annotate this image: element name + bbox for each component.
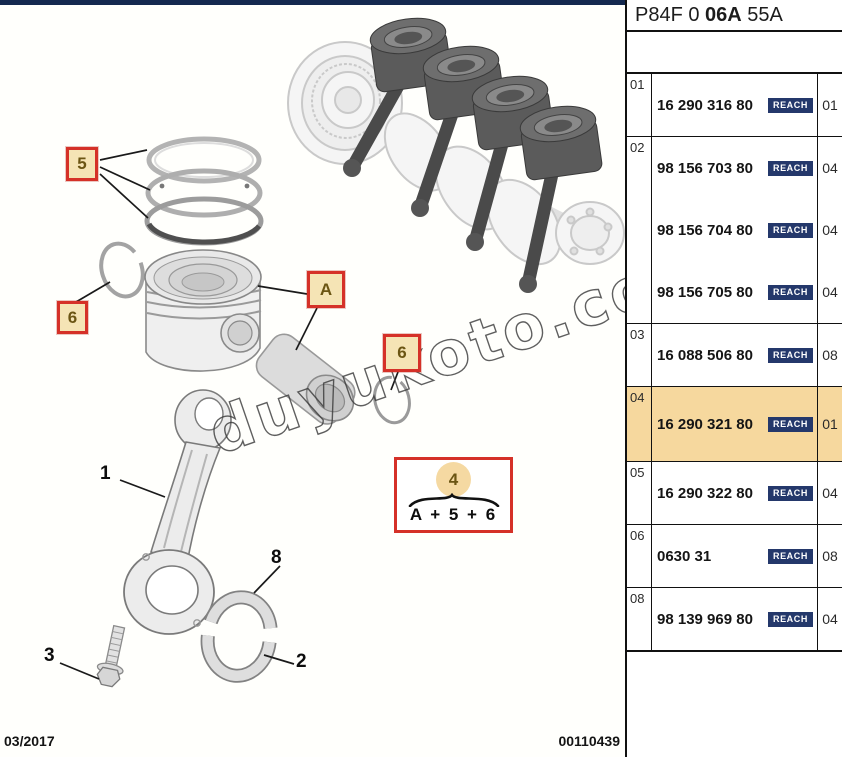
part-line: 16 290 321 80 REACH bbox=[652, 387, 817, 461]
part-number[interactable]: 98 139 969 80 bbox=[657, 610, 753, 628]
circlip-right-drawing bbox=[373, 375, 411, 425]
row-quantities: 01 bbox=[817, 74, 842, 136]
piston-pin-drawing bbox=[255, 333, 356, 425]
part-line: 16 088 506 80 REACH bbox=[652, 324, 817, 386]
row-parts: 16 290 322 80 REACH bbox=[652, 462, 817, 524]
part-number[interactable]: 98 156 704 80 bbox=[657, 221, 753, 239]
row-parts: 16 290 316 80 REACH bbox=[652, 74, 817, 136]
reach-badge[interactable]: REACH bbox=[767, 485, 813, 501]
part-number[interactable]: 98 156 703 80 bbox=[657, 159, 753, 177]
row-parts: 16 290 321 80 REACH bbox=[652, 387, 817, 461]
part-line: 16 290 322 80 REACH bbox=[652, 462, 817, 524]
reach-badge[interactable]: REACH bbox=[767, 548, 813, 564]
row-quantities: 08 bbox=[817, 525, 842, 587]
callout-circlip-left: 6 bbox=[57, 301, 88, 334]
catalog-code-variant: 06A bbox=[705, 4, 742, 26]
part-quantity: 08 bbox=[822, 347, 838, 363]
part-number[interactable]: 98 156 705 80 bbox=[657, 283, 753, 301]
callout-shell-upper: 8 bbox=[271, 547, 282, 568]
crankshaft-assembly-drawing bbox=[287, 17, 625, 293]
part-number[interactable]: 16 290 321 80 bbox=[657, 415, 753, 433]
part-line: 98 156 705 80 REACH bbox=[652, 261, 817, 323]
row-ref-number: 06 bbox=[627, 525, 652, 587]
row-quantities: 08 bbox=[817, 324, 842, 386]
part-number[interactable]: 16 290 322 80 bbox=[657, 484, 753, 502]
row-ref-number: 05 bbox=[627, 462, 652, 524]
reach-badge[interactable]: REACH bbox=[767, 222, 813, 238]
row-quantities: 04 bbox=[817, 588, 842, 650]
bolt-drawing bbox=[96, 624, 126, 688]
part-quantity: 04 bbox=[822, 222, 838, 238]
callout-circlip-right: 6 bbox=[383, 334, 421, 372]
table-row[interactable]: 03 16 088 506 80 REACH 08 bbox=[627, 324, 842, 387]
part-quantity: 01 bbox=[822, 416, 838, 432]
catalog-code: P84F 0 06A 55A bbox=[627, 0, 842, 32]
brace-icon bbox=[408, 493, 499, 507]
reach-badge[interactable]: REACH bbox=[767, 347, 813, 363]
catalog-code-suffix: 55A bbox=[741, 4, 783, 26]
row-parts: 16 088 506 80 REACH bbox=[652, 324, 817, 386]
connecting-rod-drawing bbox=[123, 389, 232, 635]
legend-group-number: 4 bbox=[436, 462, 471, 497]
legend-formula: A + 5 + 6 bbox=[409, 505, 498, 524]
circlip-left-drawing bbox=[99, 241, 145, 299]
exploded-diagram-area: duyukoto.com 5 6 A 6 1 8 2 3 4 A + 5 + 6… bbox=[0, 0, 625, 749]
row-quantities: 01 bbox=[817, 387, 842, 461]
table-row[interactable]: 08 98 139 969 80 REACH 04 bbox=[627, 588, 842, 650]
part-line: 98 156 704 80 REACH bbox=[652, 199, 817, 261]
part-line: 16 290 316 80 REACH bbox=[652, 74, 817, 136]
row-ref-number: 08 bbox=[627, 588, 652, 650]
table-row[interactable]: 05 16 290 322 80 REACH 04 bbox=[627, 462, 842, 525]
document-number: 00110439 bbox=[558, 733, 620, 749]
reach-badge[interactable]: REACH bbox=[767, 284, 813, 300]
revision-date: 03/2017 bbox=[4, 733, 55, 749]
table-row[interactable]: 01 16 290 316 80 REACH 01 bbox=[627, 74, 842, 137]
part-line: 98 139 969 80 REACH bbox=[652, 588, 817, 650]
piston-drawing bbox=[144, 249, 262, 372]
row-parts: 98 139 969 80 REACH bbox=[652, 588, 817, 650]
table-row[interactable]: 04 16 290 321 80 REACH 01 bbox=[627, 387, 842, 462]
row-quantities: 04 04 04 bbox=[817, 137, 842, 323]
callout-rings: 5 bbox=[66, 147, 98, 181]
callout-bolt: 3 bbox=[44, 645, 55, 666]
leader-lines bbox=[59, 149, 399, 680]
part-line: 98 156 703 80 REACH bbox=[652, 137, 817, 199]
table-row[interactable]: 06 0630 31 REACH 08 bbox=[627, 525, 842, 588]
part-quantity: 04 bbox=[822, 160, 838, 176]
reach-badge[interactable]: REACH bbox=[767, 416, 813, 432]
part-line: 0630 31 REACH bbox=[652, 525, 817, 587]
row-quantities: 04 bbox=[817, 462, 842, 524]
part-number[interactable]: 16 290 316 80 bbox=[657, 96, 753, 114]
catalog-code-prefix: P84F 0 bbox=[635, 4, 706, 26]
part-quantity: 04 bbox=[822, 611, 838, 627]
bearing-shells-drawing bbox=[200, 590, 278, 683]
top-accent-bar bbox=[0, 0, 625, 5]
part-quantity: 04 bbox=[822, 485, 838, 501]
row-ref-number: 04 bbox=[627, 387, 652, 461]
reach-badge[interactable]: REACH bbox=[767, 611, 813, 627]
reach-badge[interactable]: REACH bbox=[767, 97, 813, 113]
part-number[interactable]: 0630 31 bbox=[657, 547, 712, 565]
row-ref-number: 03 bbox=[627, 324, 652, 386]
callout-piston: A bbox=[307, 271, 345, 308]
diagram-illustration bbox=[59, 17, 625, 688]
part-quantity: 04 bbox=[822, 284, 838, 300]
row-ref-number: 02 bbox=[627, 137, 652, 323]
piston-rings-drawing bbox=[144, 136, 264, 246]
part-quantity: 01 bbox=[822, 97, 838, 113]
row-parts: 0630 31 REACH bbox=[652, 525, 817, 587]
row-ref-number: 01 bbox=[627, 74, 652, 136]
part-quantity: 08 bbox=[822, 548, 838, 564]
part-number[interactable]: 16 088 506 80 bbox=[657, 346, 753, 364]
callout-shell-lower: 2 bbox=[296, 651, 307, 672]
legend-group-box: 4 A + 5 + 6 bbox=[394, 457, 513, 533]
reach-badge[interactable]: REACH bbox=[767, 160, 813, 176]
callout-rod: 1 bbox=[100, 463, 111, 484]
